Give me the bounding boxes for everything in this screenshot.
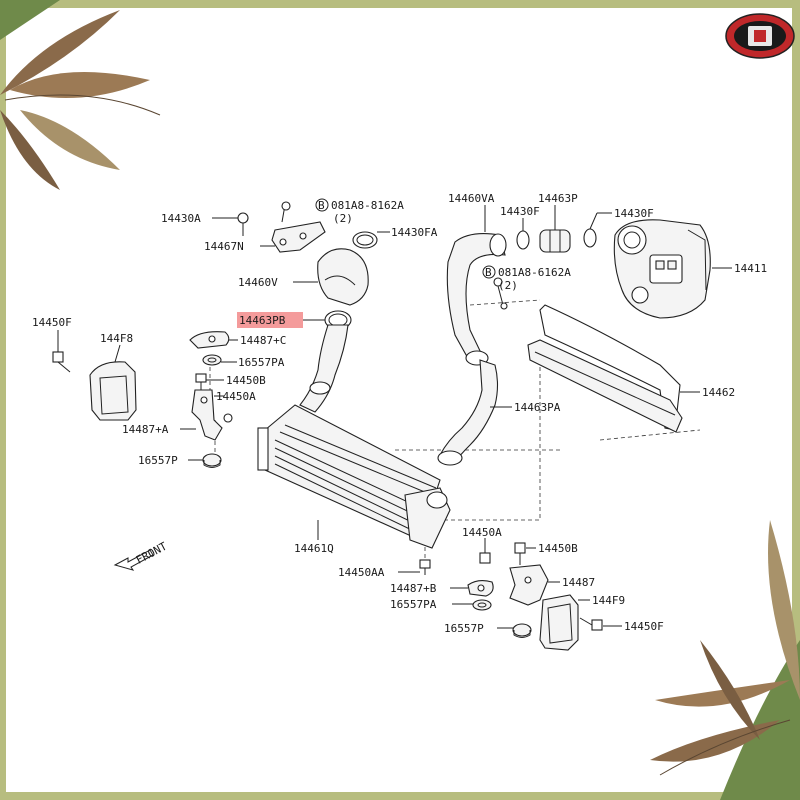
bolt-14450A-lower[interactable]: [479, 545, 491, 564]
label-081A8-6162A-qty: (2): [498, 279, 518, 292]
highlight-box-14463PB: [237, 312, 303, 328]
bolt-14450B-lower[interactable]: [514, 542, 526, 565]
label-14430FA: 14430FA: [391, 226, 438, 239]
label-14460VA: 14460VA: [448, 192, 495, 205]
hose-14463P[interactable]: [539, 229, 571, 253]
clamp-14430F-right[interactable]: [583, 228, 597, 248]
leaf-decoration-bottom-right: [650, 520, 800, 800]
plate-14487C[interactable]: [189, 331, 230, 349]
turbocharger-14411[interactable]: [613, 219, 711, 319]
label-14450B-lower: 14450B: [538, 542, 578, 555]
label-14450A-left: 14450A: [216, 390, 256, 403]
label-14460V: 14460V: [238, 276, 278, 289]
label-144F8: 144F8: [100, 332, 133, 345]
leader-lines: [57, 205, 732, 629]
hose-inlet-intercooler[interactable]: [299, 324, 349, 413]
label-14467N: 14467N: [204, 240, 244, 253]
label-081A8-6162A: 081A8-6162A: [498, 266, 571, 279]
label-14463P: 14463P: [538, 192, 578, 205]
label-14487: 14487: [562, 576, 595, 589]
label-16557P-right: 16557P: [444, 622, 484, 635]
label-14450AA: 14450AA: [338, 566, 385, 579]
label-14462: 14462: [702, 386, 735, 399]
hose-14460V[interactable]: [317, 248, 369, 306]
label-16557PA-left: 16557PA: [238, 356, 285, 369]
label-14430F-left: 14430F: [500, 205, 540, 218]
brand-logo: [725, 13, 795, 59]
grommet-16557P-left[interactable]: [202, 453, 222, 468]
part-labels: 14430A 081A8-8162A (2) 14430FA 14467N 14…: [32, 192, 767, 635]
label-14487B: 14487+B: [390, 582, 437, 595]
air-deflector-14462[interactable]: [527, 304, 683, 433]
label-16557PA-right: 16557PA: [390, 598, 437, 611]
bolt-symbol-icon: B: [315, 198, 329, 212]
grommet-16557P-right[interactable]: [512, 623, 532, 638]
air-guide-144F9[interactable]: [539, 594, 579, 651]
label-14450F-right: 14450F: [624, 620, 664, 633]
air-guide-144F8[interactable]: [89, 361, 137, 421]
front-direction-arrow: [113, 549, 154, 571]
clamp-14430FA[interactable]: [352, 231, 378, 249]
label-14463PB: 14463PB: [239, 314, 286, 327]
bracket-14487[interactable]: [509, 564, 549, 606]
leaf-decoration-top-left: [0, 0, 161, 190]
label-14450A-lower: 14450A: [462, 526, 502, 539]
label-144F9: 144F9: [592, 594, 625, 607]
bolt-14430A[interactable]: [237, 212, 249, 236]
plate-14487B[interactable]: [467, 579, 494, 597]
label-14487C: 14487+C: [240, 334, 286, 347]
svg-text:B: B: [318, 199, 325, 212]
hose-14463PA[interactable]: [437, 359, 499, 466]
label-081A8-8162A: 081A8-8162A: [331, 199, 404, 212]
bracket-14487A[interactable]: [191, 389, 233, 441]
bolt-symbol-icon: B: [482, 265, 496, 279]
bolt-14450F-right[interactable]: [579, 617, 603, 631]
label-14463PA: 14463PA: [514, 401, 561, 414]
label-14450F-left: 14450F: [32, 316, 72, 329]
label-14450B-left: 14450B: [226, 374, 266, 387]
bolt-14450F-left[interactable]: [52, 351, 71, 373]
bolt-14450AA[interactable]: [419, 559, 431, 575]
bracket-14467N[interactable]: [271, 201, 326, 253]
bolt-081A8-6162A[interactable]: [493, 277, 508, 310]
label-14430A: 14430A: [161, 212, 201, 225]
intercooler-14461Q[interactable]: [257, 404, 451, 549]
label-14430F-right: 14430F: [614, 207, 654, 220]
label-14461Q: 14461Q: [294, 542, 334, 555]
grommet-16557PA-left[interactable]: [202, 354, 222, 366]
bolt-14450B-left[interactable]: [195, 373, 207, 390]
label-16557P-left: 16557P: [138, 454, 178, 467]
clamp-14430F-left[interactable]: [516, 230, 530, 250]
label-14487A: 14487+A: [122, 423, 169, 436]
pipe-14460VA[interactable]: [446, 233, 507, 366]
grommet-16557PA-right[interactable]: [472, 599, 492, 611]
svg-text:B: B: [485, 266, 492, 279]
label-081A8-8162A-qty: (2): [333, 212, 353, 225]
label-front: FRONT: [134, 540, 170, 567]
label-14411: 14411: [734, 262, 767, 275]
